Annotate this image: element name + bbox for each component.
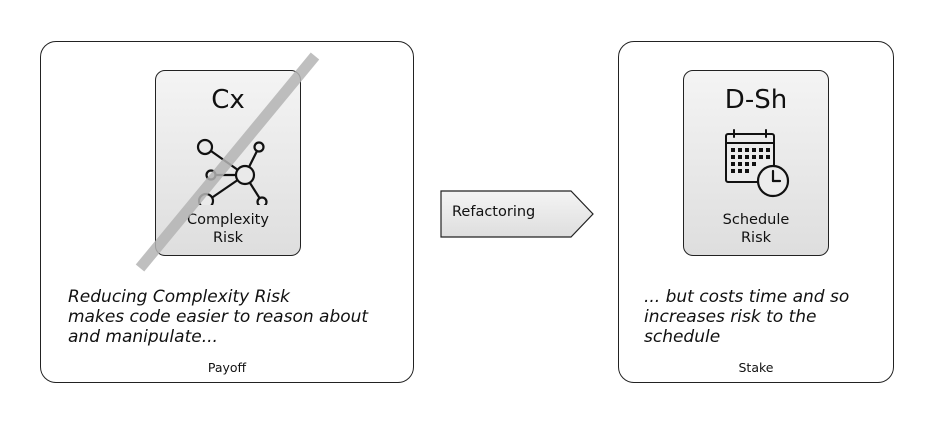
stake-footer: Stake [738, 360, 774, 375]
complexity-risk-code: Cx [211, 85, 245, 115]
schedule-risk-label: Schedule Risk [722, 212, 790, 246]
payoff-description: Reducing Complexity Risk makes code easi… [68, 287, 369, 347]
network-graph-icon [196, 138, 268, 205]
payoff-panel: Cx Complexity Risk Reducing Complexity R… [40, 41, 414, 383]
stake-panel: D-Sh [618, 41, 894, 383]
refactoring-arrow [440, 190, 594, 238]
refactoring-label: Refactoring [452, 204, 536, 220]
complexity-risk-card: Cx Complexity Risk [155, 70, 301, 256]
schedule-risk-code: D-Sh [724, 85, 788, 115]
calendar-clock-icon [725, 129, 790, 198]
stake-description: ... but costs time and so increases risk… [644, 287, 850, 347]
payoff-footer: Payoff [207, 360, 247, 375]
complexity-risk-label: Complexity Risk [187, 212, 269, 246]
schedule-risk-card: D-Sh [683, 70, 829, 256]
